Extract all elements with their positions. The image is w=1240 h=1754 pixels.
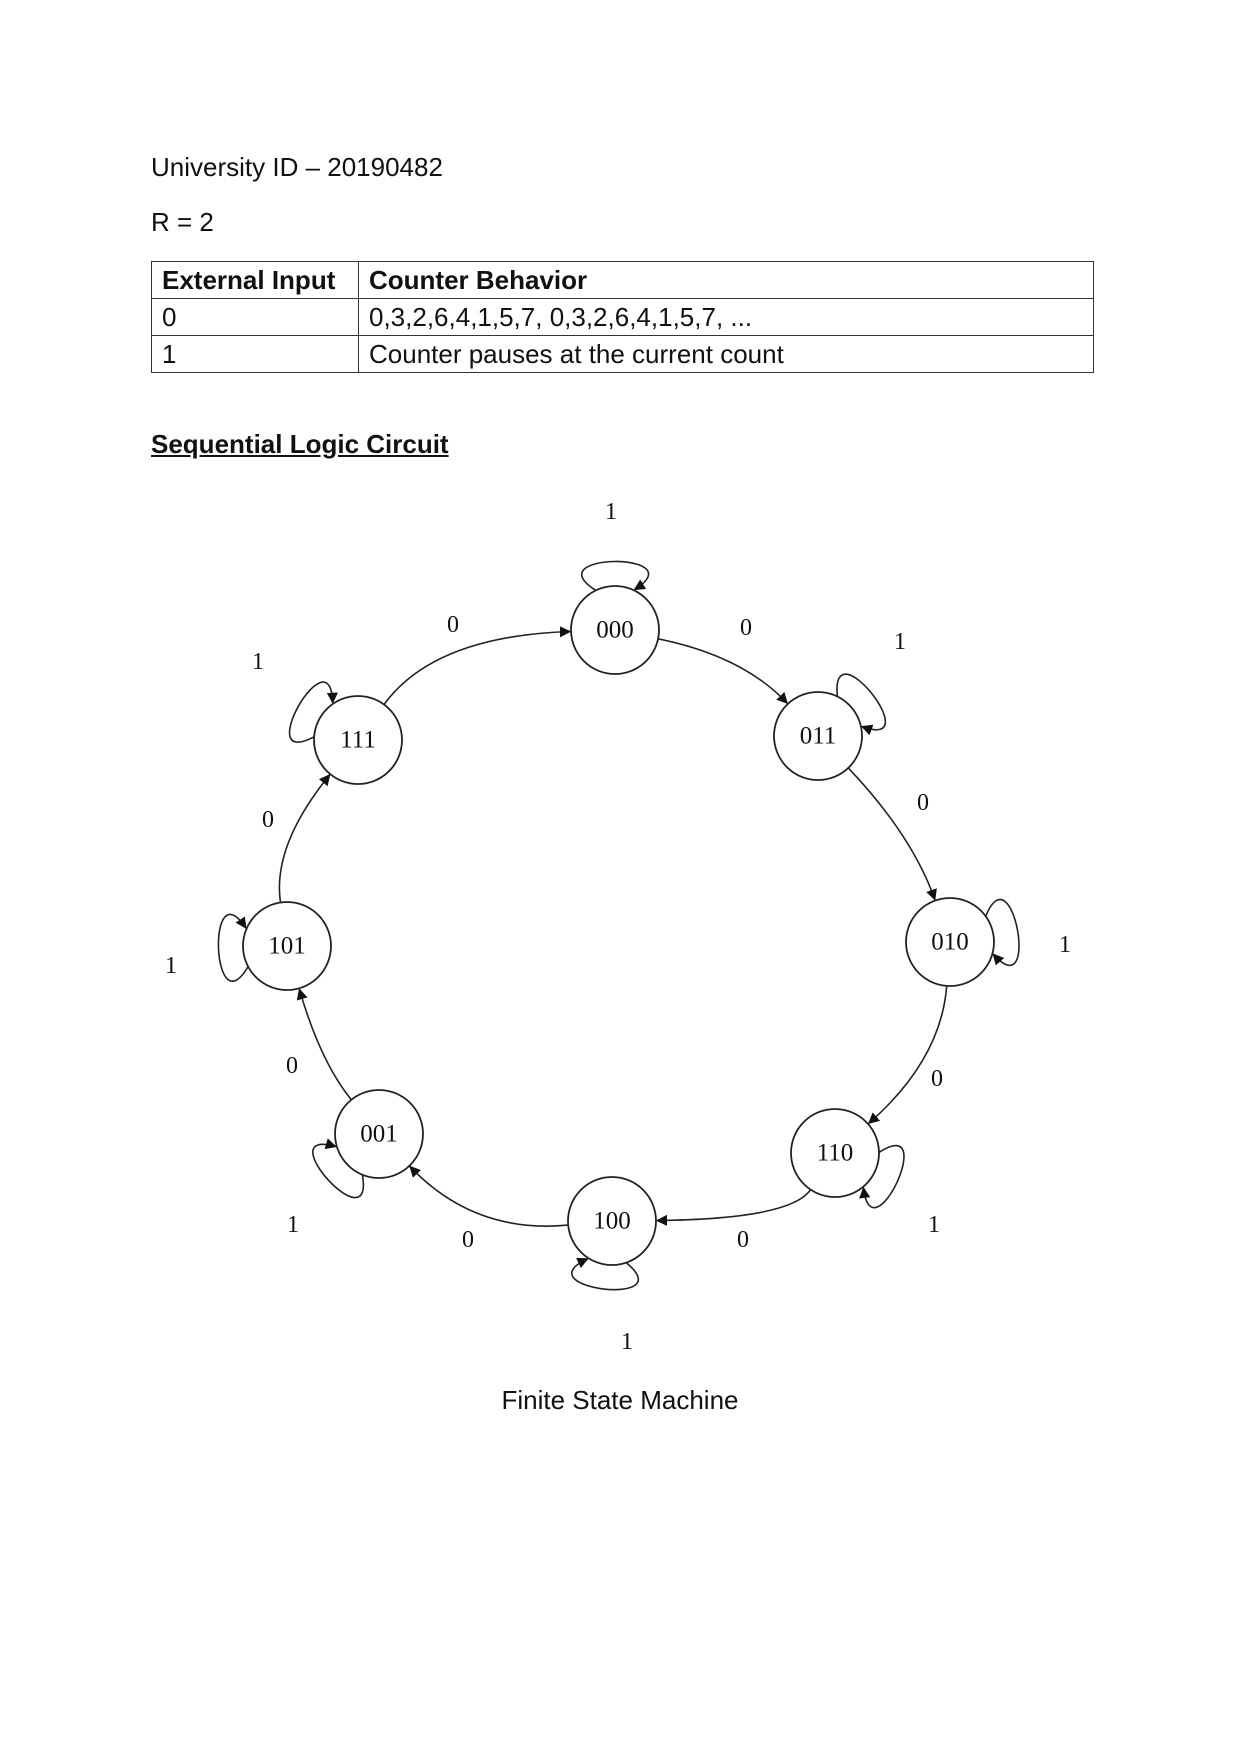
- state-label-100: 100: [593, 1208, 631, 1235]
- r-value: R = 2: [151, 207, 214, 237]
- self-loop-label: 1: [287, 1212, 299, 1238]
- self-loop-111: [288, 681, 338, 743]
- state-label-101: 101: [268, 933, 306, 960]
- transition-arrow-100-to-001: [409, 1165, 569, 1227]
- transition-label: 0: [917, 790, 929, 816]
- transition-arrow-110-to-100: [655, 1189, 812, 1226]
- self-loop-011: [836, 673, 887, 736]
- table-row: 0 0,3,2,6,4,1,5,7, 0,3,2,6,4,1,5,7, ...: [151, 298, 1094, 336]
- table-cell-input: 1: [151, 335, 359, 373]
- diagram-caption: Finite State Machine: [501, 1385, 739, 1415]
- state-node-111: [313, 695, 403, 785]
- transition-label: 0: [462, 1227, 474, 1253]
- self-loop-label: 1: [252, 649, 264, 675]
- transition-label: 0: [737, 1227, 749, 1253]
- state-label-010: 010: [931, 929, 969, 956]
- state-label-000: 000: [596, 617, 634, 644]
- state-node-110: [790, 1108, 880, 1198]
- self-loop-100: [571, 1257, 640, 1291]
- self-loop-101: [217, 913, 249, 982]
- transition-arrow-010-to-110: [867, 985, 948, 1125]
- transition-arrow-101-to-111: [278, 774, 331, 903]
- state-node-011: [773, 691, 863, 781]
- column-header-counter-behavior: Counter Behavior: [358, 261, 1094, 299]
- transition-label: 0: [286, 1053, 298, 1079]
- university-id: University ID – 20190482: [151, 152, 443, 182]
- state-label-001: 001: [360, 1121, 398, 1148]
- table-cell-behavior: 0,3,2,6,4,1,5,7, 0,3,2,6,4,1,5,7, ...: [358, 298, 1094, 336]
- table-header-row: External Input Counter Behavior: [151, 261, 1094, 299]
- transition-label: 0: [931, 1066, 943, 1092]
- table-cell-behavior: Counter pauses at the current count: [358, 335, 1094, 373]
- state-node-001: [334, 1089, 424, 1179]
- self-loop-110: [859, 1144, 905, 1209]
- state-node-101: [242, 901, 332, 991]
- transition-arrow-001-to-101: [296, 988, 352, 1101]
- self-loop-001: [312, 1138, 365, 1199]
- self-loop-label: 1: [605, 499, 617, 525]
- self-loop-label: 1: [621, 1329, 633, 1355]
- counter-behavior-table: External Input Counter Behavior 0 0,3,2,…: [151, 261, 1094, 373]
- self-loop-label: 1: [928, 1212, 940, 1238]
- state-label-111: 111: [340, 727, 376, 754]
- state-node-010: [905, 897, 995, 987]
- transition-arrow-000-to-011: [657, 638, 788, 705]
- self-loop-010: [984, 898, 1020, 967]
- section-heading: Sequential Logic Circuit: [151, 429, 449, 459]
- transition-arrow-111-to-000: [383, 626, 572, 705]
- self-loop-label: 1: [165, 953, 177, 979]
- state-label-011: 011: [800, 723, 837, 750]
- column-header-external-input: External Input: [151, 261, 359, 299]
- transition-label: 0: [740, 615, 752, 641]
- state-label-110: 110: [817, 1140, 854, 1167]
- self-loop-000: [580, 560, 650, 592]
- self-loop-label: 1: [1059, 932, 1071, 958]
- state-node-000: [570, 585, 660, 675]
- state-node-100: [567, 1176, 657, 1266]
- transition-arrow-011-to-010: [847, 767, 937, 901]
- transition-label: 0: [447, 612, 459, 638]
- table-row: 1 Counter pauses at the current count: [151, 335, 1094, 373]
- transition-label: 0: [262, 807, 274, 833]
- self-loop-label: 1: [894, 629, 906, 655]
